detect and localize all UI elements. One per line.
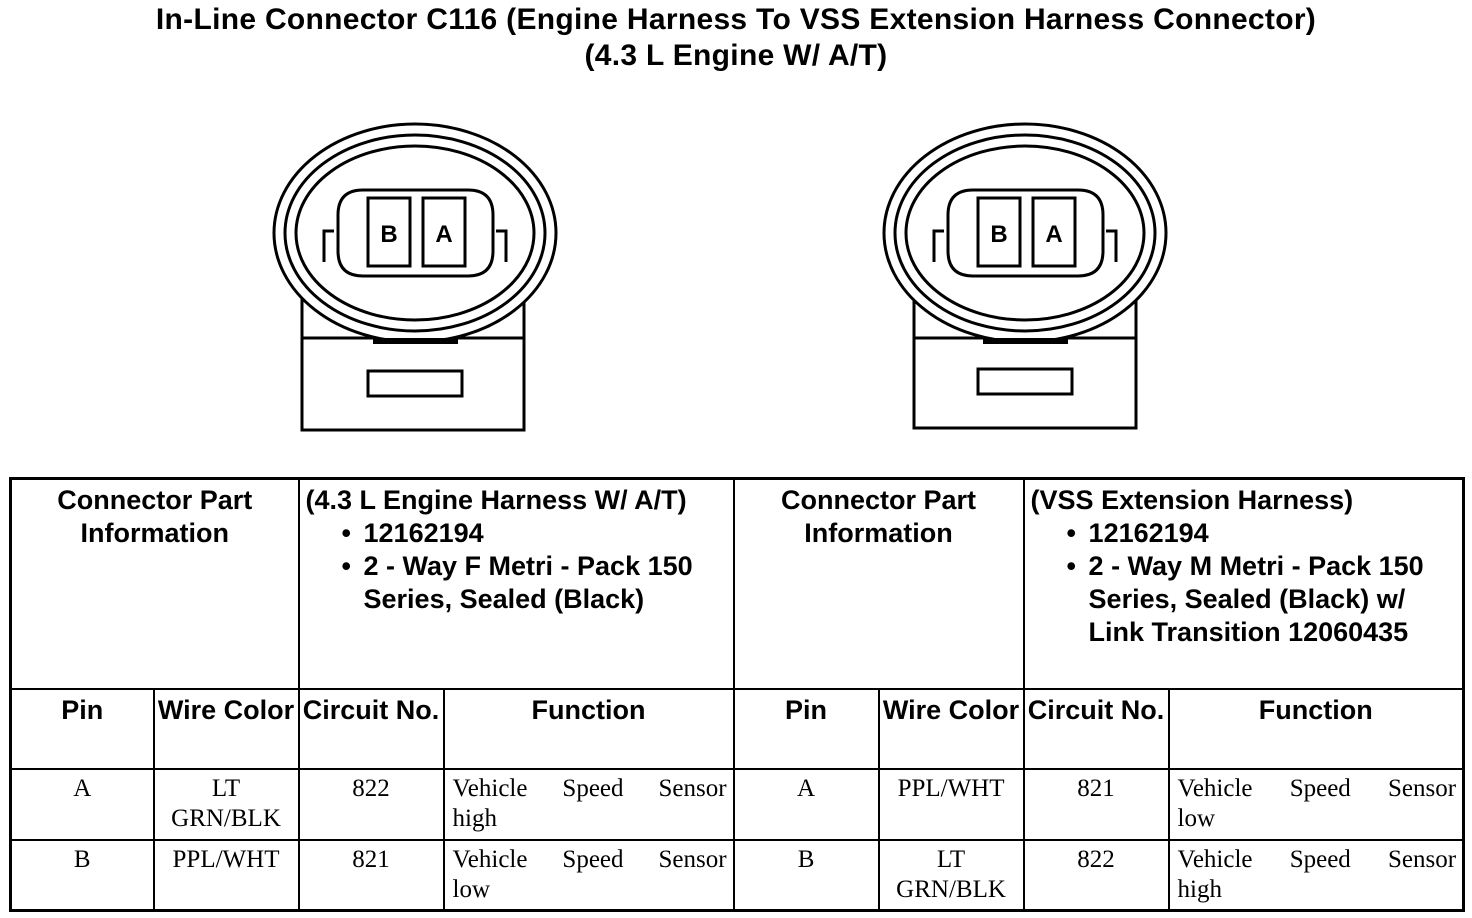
connector-seal-ring bbox=[904, 144, 1146, 322]
part-number: 12162194 bbox=[342, 517, 727, 550]
connector-seal-ring bbox=[294, 144, 536, 322]
column-header-circuit: Circuit No. bbox=[1022, 687, 1170, 770]
function-line-1: Vehicle Speed Sensor bbox=[452, 845, 727, 873]
harness-name: (VSS Extension Harness) bbox=[1030, 485, 1354, 515]
function-line-1: Vehicle Speed Sensor bbox=[1177, 845, 1457, 873]
part-info-label-left: Connector Part Information bbox=[9, 477, 300, 690]
connector-body-outline bbox=[300, 293, 526, 432]
connector-latch-slot bbox=[976, 367, 1074, 396]
function-line-1: Vehicle Speed Sensor bbox=[452, 774, 727, 802]
part-info-engine-harness: (4.3 L Engine Harness W/ A/T) 12162194 2… bbox=[297, 477, 735, 690]
pin-slot-b bbox=[366, 196, 412, 268]
connector-face-engine-harness: B A bbox=[272, 122, 558, 432]
connector-right-key bbox=[1106, 229, 1118, 262]
connector-cavity bbox=[336, 188, 495, 278]
connector-inner-ring bbox=[283, 133, 547, 333]
connector-info-table: Connector Part Information (4.3 L Engine… bbox=[9, 477, 1466, 912]
pin-slot-a bbox=[421, 196, 467, 268]
connector-description: 2 - Way M Metri - Pack 150 Series, Seale… bbox=[1067, 550, 1457, 649]
column-header-pin: Pin bbox=[9, 687, 155, 770]
column-header-circuit: Circuit No. bbox=[297, 687, 445, 770]
part-info-label-right: Connector Part Information bbox=[732, 477, 1025, 690]
page-subtitle: (4.3 L Engine W/ A/T) bbox=[584, 39, 888, 72]
part-info-vss-harness: (VSS Extension Harness) 12162194 2 - Way… bbox=[1022, 477, 1465, 690]
circuit-cell: 821 bbox=[1022, 767, 1170, 841]
part-info-row: Connector Part Information (4.3 L Engine… bbox=[9, 477, 1465, 690]
pin-slot-a bbox=[1031, 196, 1077, 268]
connector-left-key bbox=[322, 229, 334, 262]
column-header-function: Function bbox=[1167, 687, 1465, 770]
wire-color-cell: LT GRN/BLK bbox=[877, 838, 1025, 912]
pin-label-b: B bbox=[990, 221, 1007, 248]
connector-body-outline bbox=[912, 293, 1138, 430]
wire-color-cell: LT GRN/BLK bbox=[152, 767, 300, 841]
connector-face-vss-extension-harness: B A bbox=[882, 122, 1168, 430]
connector-latch-slot bbox=[366, 369, 464, 398]
harness-name: (4.3 L Engine Harness W/ A/T) bbox=[305, 485, 687, 515]
part-info-bullets: 12162194 2 - Way F Metri - Pack 150 Seri… bbox=[306, 517, 727, 616]
connector-inner-ring bbox=[893, 133, 1157, 333]
connector-cavity bbox=[946, 188, 1105, 278]
pin-label-a: A bbox=[435, 221, 452, 248]
column-header-wire-color: Wire Color bbox=[877, 687, 1025, 770]
wire-color-cell: PPL/WHT bbox=[877, 767, 1025, 841]
function-line-2: low bbox=[452, 875, 491, 903]
circuit-cell: 822 bbox=[297, 767, 445, 841]
pin-label-b: B bbox=[380, 221, 397, 248]
connector-description: 2 - Way F Metri - Pack 150 Series, Seale… bbox=[342, 550, 727, 616]
function-line-2: high bbox=[452, 804, 497, 832]
connector-outer-shell bbox=[882, 122, 1168, 344]
pin-slot-b bbox=[976, 196, 1022, 268]
function-line-1: Vehicle Speed Sensor bbox=[1177, 774, 1457, 802]
part-info-bullets: 12162194 2 - Way M Metri - Pack 150 Seri… bbox=[1031, 517, 1457, 649]
connector-outer-shell bbox=[272, 122, 558, 344]
circuit-cell: 821 bbox=[297, 838, 445, 912]
column-header-row: Pin Wire Color Circuit No. Function Pin … bbox=[9, 687, 1465, 770]
pin-cell: B bbox=[732, 838, 880, 912]
column-header-function: Function bbox=[442, 687, 735, 770]
wire-color-cell: PPL/WHT bbox=[152, 838, 300, 912]
function-line-2: high bbox=[1177, 875, 1222, 903]
connector-left-key bbox=[932, 229, 944, 262]
page-title: In-Line Connector C116 (Engine Harness T… bbox=[155, 3, 1317, 36]
pin-cell: B bbox=[9, 838, 155, 912]
column-header-pin: Pin bbox=[732, 687, 880, 770]
part-number: 12162194 bbox=[1067, 517, 1457, 550]
connector-right-key bbox=[496, 229, 508, 262]
pin-cell: A bbox=[732, 767, 880, 841]
pin-label-a: A bbox=[1045, 221, 1062, 248]
circuit-cell: 822 bbox=[1022, 838, 1170, 912]
function-line-2: low bbox=[1177, 804, 1216, 832]
pin-cell: A bbox=[9, 767, 155, 841]
column-header-wire-color: Wire Color bbox=[152, 687, 300, 770]
